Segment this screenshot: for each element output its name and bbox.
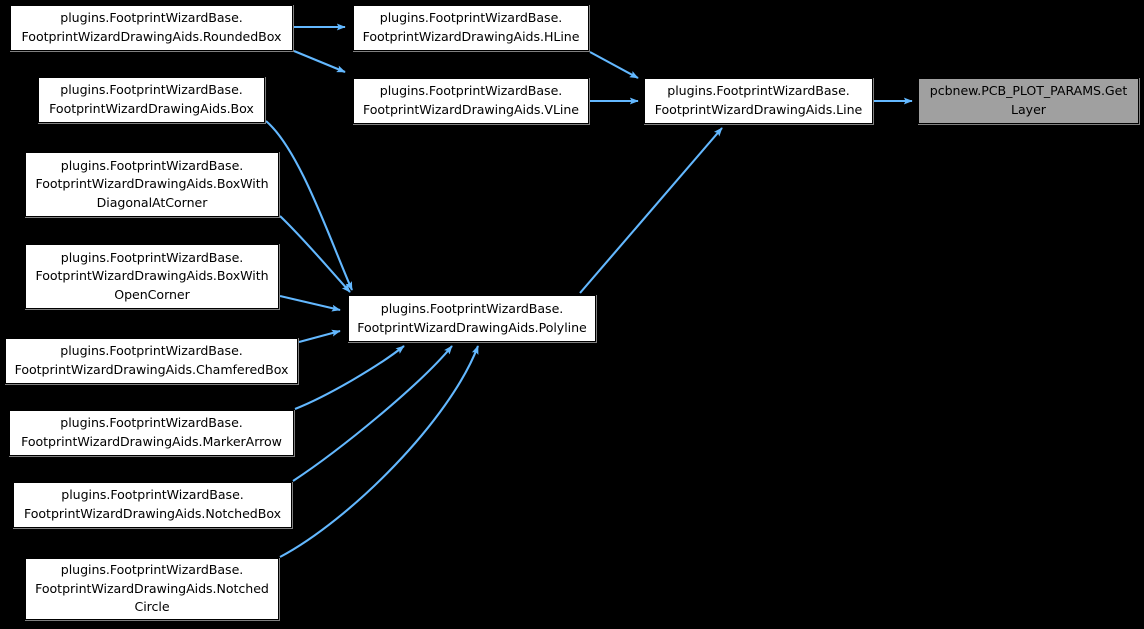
graph-node-boxwithdiagonalatcorner[interactable]: plugins.FootprintWizardBase. FootprintWi… (25, 152, 279, 217)
graph-node-label: plugins.FootprintWizardBase. FootprintWi… (24, 487, 281, 521)
graph-node-label: plugins.FootprintWizardBase. FootprintWi… (362, 10, 580, 44)
graph-node-notchedcircle[interactable]: plugins.FootprintWizardBase. FootprintWi… (25, 558, 279, 620)
graph-node-roundedbox[interactable]: plugins.FootprintWizardBase. FootprintWi… (10, 5, 293, 51)
graph-node-label: plugins.FootprintWizardBase. FootprintWi… (35, 157, 269, 210)
graph-edge-notchedbox-to-polyline (292, 345, 453, 482)
graph-node-markerarrow[interactable]: plugins.FootprintWizardBase. FootprintWi… (9, 410, 294, 456)
graph-node-box[interactable]: plugins.FootprintWizardBase. FootprintWi… (38, 77, 265, 123)
graph-node-label: plugins.FootprintWizardBase. FootprintWi… (21, 10, 282, 44)
graph-edge-hline-to-line (589, 51, 639, 79)
graph-node-boxwithopencorner[interactable]: plugins.FootprintWizardBase. FootprintWi… (25, 244, 279, 309)
graph-node-label: plugins.FootprintWizardBase. FootprintWi… (35, 249, 269, 302)
graph-node-label: plugins.FootprintWizardBase. FootprintWi… (14, 343, 289, 377)
graph-node-hline[interactable]: plugins.FootprintWizardBase. FootprintWi… (353, 5, 589, 51)
graph-node-notchedbox[interactable]: plugins.FootprintWizardBase. FootprintWi… (13, 482, 292, 528)
graph-edge-boxwithdiagonalatcorner-to-polyline (279, 215, 351, 293)
graph-node-getlayer[interactable]: pcbnew.PCB_PLOT_PARAMS.Get Layer (918, 78, 1139, 124)
graph-node-chamferedbox[interactable]: plugins.FootprintWizardBase. FootprintWi… (5, 338, 298, 384)
graph-edge-notchedcircle-to-polyline (279, 345, 479, 558)
graph-edge-chamferedbox-to-polyline (298, 329, 341, 344)
graph-edge-boxwithopencorner-to-polyline (279, 294, 341, 312)
graph-edge-markerarrow-to-polyline (294, 345, 405, 410)
graph-node-label: plugins.FootprintWizardBase. FootprintWi… (21, 415, 282, 449)
graph-node-label: plugins.FootprintWizardBase. FootprintWi… (654, 83, 863, 117)
graph-node-label: plugins.FootprintWizardBase. FootprintWi… (35, 562, 269, 615)
graph-node-label: plugins.FootprintWizardBase. FootprintWi… (363, 83, 579, 117)
graph-node-label: plugins.FootprintWizardBase. FootprintWi… (357, 300, 587, 335)
graph-node-label: plugins.FootprintWizardBase. FootprintWi… (49, 82, 254, 116)
graph-edge-polyline-to-line (579, 127, 723, 294)
graph-node-vline[interactable]: plugins.FootprintWizardBase. FootprintWi… (353, 78, 589, 124)
graph-node-label: pcbnew.PCB_PLOT_PARAMS.Get Layer (929, 83, 1128, 117)
graph-node-polyline[interactable]: plugins.FootprintWizardBase. FootprintWi… (348, 295, 596, 342)
graph-node-line[interactable]: plugins.FootprintWizardBase. FootprintWi… (644, 78, 873, 124)
graph-edge-roundedbox-to-vline (293, 50, 346, 73)
